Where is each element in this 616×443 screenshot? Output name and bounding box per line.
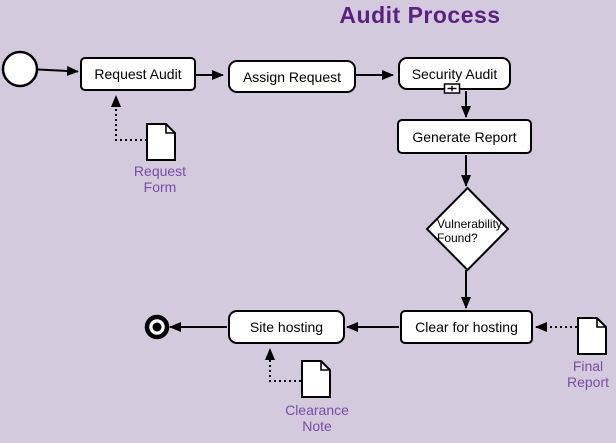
gateway-label: Vulnerability Found? <box>437 217 502 246</box>
task-security-audit[interactable]: Security Audit <box>398 57 511 90</box>
clearance-note-document-icon[interactable] <box>301 360 331 398</box>
task-request-audit[interactable]: Request Audit <box>80 57 196 91</box>
flow-start-to-request-audit <box>37 65 79 76</box>
task-generate-report[interactable]: Generate Report <box>397 119 532 154</box>
start-event-circle[interactable] <box>1 50 39 88</box>
request-form-document-icon[interactable] <box>146 123 176 161</box>
page-title: Audit Process <box>339 2 501 28</box>
request-form-label: Request Form <box>133 163 187 196</box>
task-site-hosting[interactable]: Site hosting <box>228 310 345 344</box>
clearance-note-label: Clearance Note <box>285 402 349 435</box>
task-clear-for-hosting[interactable]: Clear for hosting <box>400 310 533 344</box>
final-report-document-icon[interactable] <box>577 317 607 355</box>
final-report-label: Final Report <box>566 358 610 391</box>
end-event-circle[interactable] <box>144 314 170 340</box>
task-assign-request[interactable]: Assign Request <box>228 60 356 93</box>
association-request-form-to-request-audit <box>111 95 147 141</box>
association-clearance-note-to-site-hosting <box>265 348 301 382</box>
gateway-vulnerability-diamond[interactable] <box>425 186 510 272</box>
